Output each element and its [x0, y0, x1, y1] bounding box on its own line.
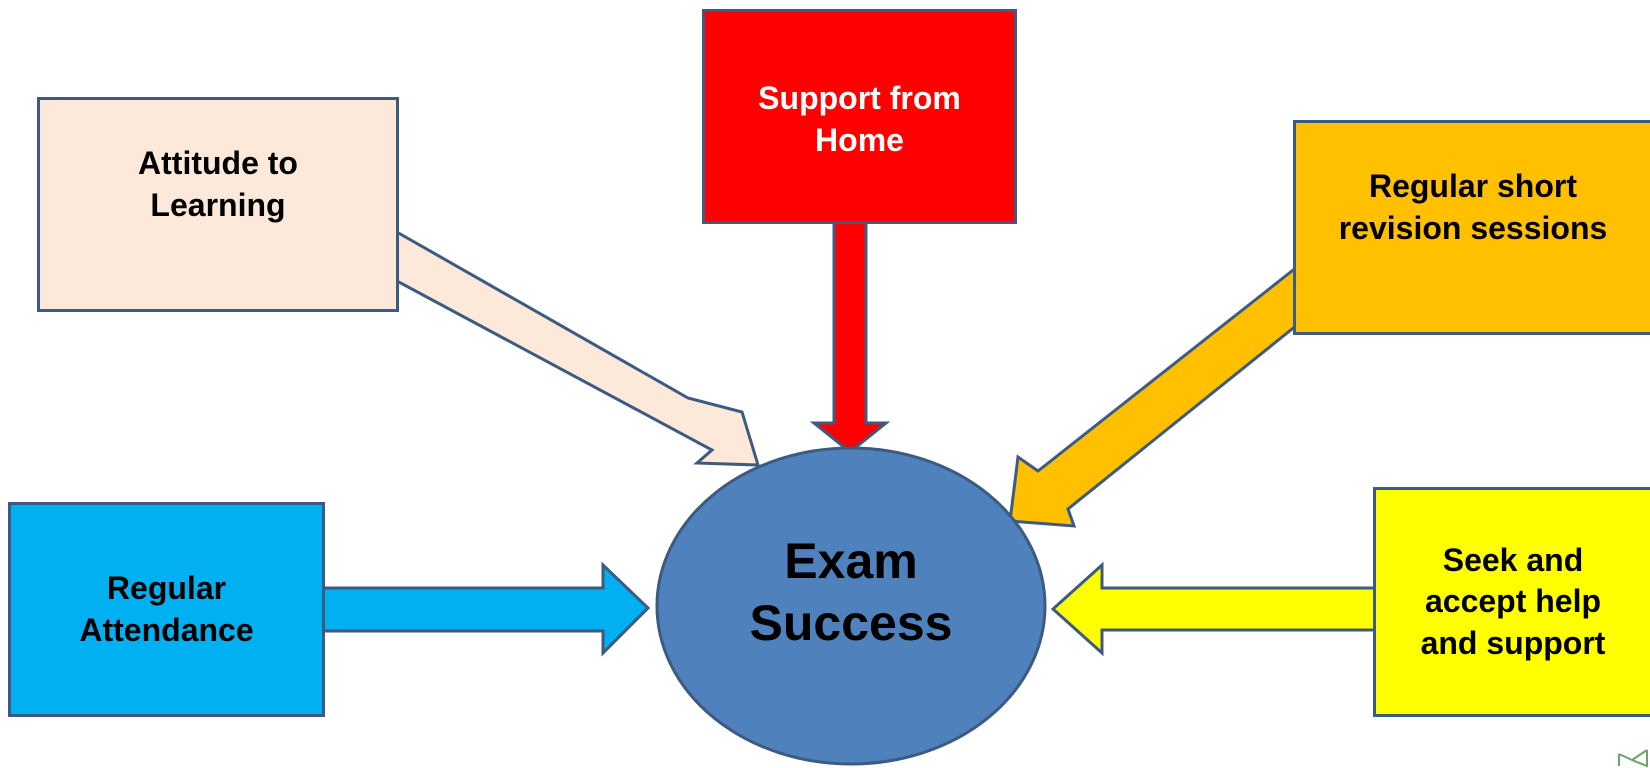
ribbon-icon [1618, 749, 1648, 768]
attitude-to-learning-box: Attitude to Learning [37, 97, 399, 312]
arrow-revision [1008, 263, 1299, 528]
seek-help-label: Seek and accept help and support [1420, 541, 1606, 661]
support-from-home-box: Support from Home [702, 9, 1017, 224]
arrow-attendance [320, 561, 651, 657]
revision-sessions-box: Regular short revision sessions [1293, 120, 1650, 335]
arrow-home [809, 219, 891, 454]
seek-help-box: Seek and accept help and support [1373, 487, 1650, 717]
support-from-home-label: Support from Home [758, 80, 961, 158]
exam-success-label: Exam Success [749, 532, 953, 652]
regular-attendance-box: Regular Attendance [8, 502, 325, 717]
regular-attendance-label: Regular Attendance [79, 569, 254, 648]
arrow-seek [1050, 561, 1377, 657]
arrow-attitude [393, 228, 761, 467]
exam-success-ellipse [655, 446, 1047, 766]
revision-sessions-label: Regular short revision sessions [1338, 167, 1608, 246]
attitude-to-learning-label: Attitude to Learning [138, 144, 298, 223]
